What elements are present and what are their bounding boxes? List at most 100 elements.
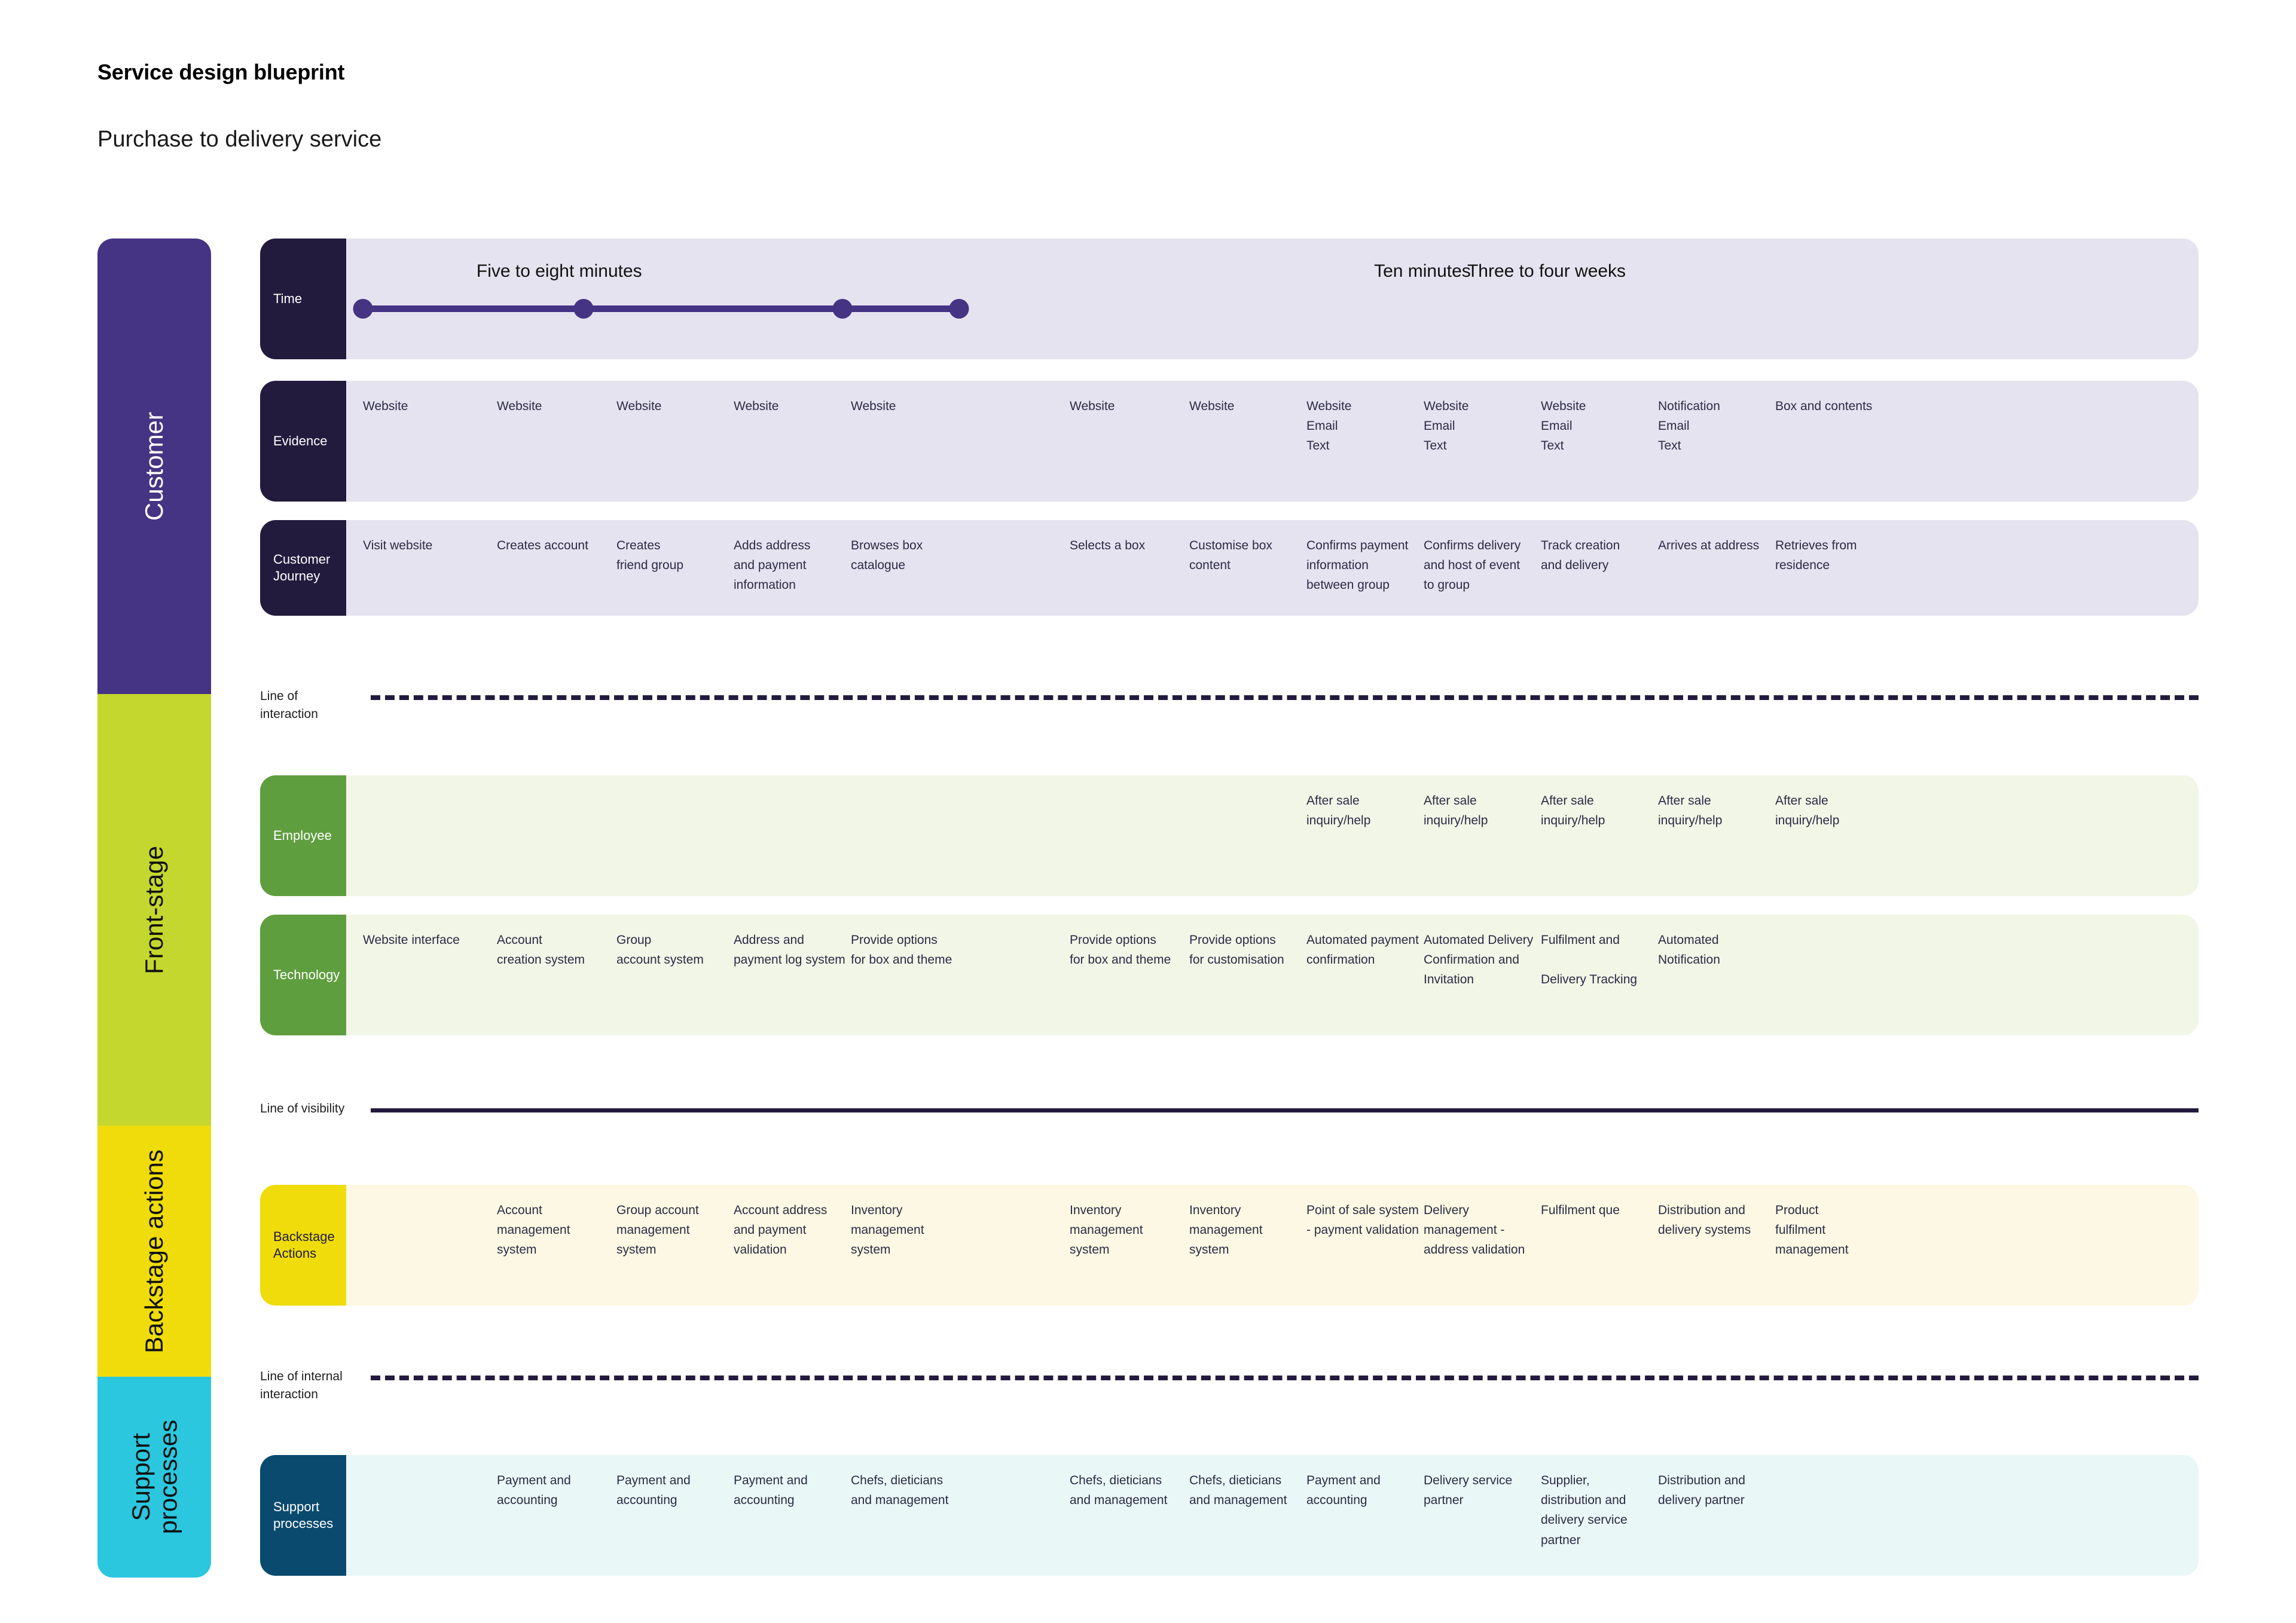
rail-segment-support: Support processes [97, 1377, 211, 1578]
cell-technology-7: Provide options for customisation [1189, 933, 1284, 967]
cell-support-8: Payment and accounting [1306, 1474, 1381, 1508]
band-evidence-body: Website Website Website Website Website Websi… [346, 381, 2199, 502]
cell-evidence-5 [1065, 381, 1070, 502]
cell-journey-6: Selects a box [1070, 539, 1146, 552]
cell-technology-12 [1775, 915, 1892, 1035]
cell-support-10: Supplier, distribution and delivery serv… [1541, 1474, 1628, 1547]
line-of-internal-interaction-rule [371, 1376, 2199, 1380]
cell-technology-10: Fulfilment and Delivery Tracking [1541, 933, 1638, 987]
cell-support-6: Chefs, dieticians and management [1070, 1474, 1168, 1508]
timeline-axis [362, 305, 960, 312]
cell-support-1: Payment and accounting [497, 1474, 571, 1508]
cell-evidence-1: Website [497, 399, 542, 413]
cell-evidence-2: Website [616, 399, 662, 413]
cell-journey-2: Creates friend group [616, 539, 684, 573]
cell-backstage-0 [346, 1185, 497, 1306]
cell-journey-7: Customise box content [1189, 539, 1272, 573]
cell-technology-3: Address and payment log system [734, 933, 845, 967]
cell-employee-6 [1070, 775, 1189, 896]
cell-technology-2: Group account system [616, 933, 704, 967]
cell-employee-2 [616, 775, 734, 896]
band-customer-journey-body: Visit website Creates account Creates frie… [346, 520, 2199, 616]
rail-label-support: Support processes [126, 1420, 182, 1535]
timeline-phase-label-2: Three to four weeks [1467, 261, 1626, 281]
cell-employee-8: After sale inquiry/help [1306, 794, 1371, 828]
cell-evidence-6: Website [1070, 399, 1115, 413]
timeline-node-2[interactable] [832, 299, 853, 319]
band-support-processes-label: Support processes [260, 1455, 346, 1576]
band-customer-journey: Customer Journey Visit website Creates ac… [260, 520, 2199, 616]
cell-backstage-7: Inventory management system [1189, 1203, 1263, 1257]
rail-segment-frontstage: Front-stage [97, 694, 211, 1126]
cell-backstage-8: Point of sale system - payment validatio… [1306, 1203, 1419, 1237]
cell-technology-8: Automated payment confirmation [1306, 933, 1419, 967]
category-rail: Customer Front-stage Backstage actions S… [97, 239, 211, 1578]
rail-label-customer: Customer [140, 411, 169, 521]
cell-journey-10: Track creation and delivery [1541, 539, 1620, 573]
cell-evidence-3: Website [734, 399, 779, 413]
band-time-label: Time [260, 239, 346, 359]
cell-technology-11: Automated Notification [1658, 933, 1720, 967]
cell-technology-4: Provide options for box and theme [851, 933, 952, 967]
timeline-node-3[interactable] [949, 299, 969, 319]
timeline-node-0[interactable] [353, 299, 373, 319]
band-backstage-actions-label: Backstage Actions [260, 1185, 346, 1306]
cell-employee-1 [497, 775, 616, 896]
cell-employee-5 [1065, 775, 1070, 896]
cell-backstage-9: Delivery management - address validation [1424, 1203, 1525, 1257]
cell-journey-3: Adds address and payment information [734, 539, 811, 592]
cell-journey-0: Visit website [363, 539, 433, 552]
cell-support-3: Payment and accounting [734, 1474, 808, 1508]
cell-journey-1: Creates account [497, 539, 588, 552]
band-support-processes-body: Payment and accounting Payment and accoun… [346, 1455, 2199, 1576]
band-technology-label: Technology [260, 915, 346, 1035]
cell-support-2: Payment and accounting [616, 1474, 691, 1508]
timeline-phase-label-1: Ten minutes [1374, 261, 1471, 281]
band-backstage-actions: Backstage Actions Account management sys… [260, 1185, 2199, 1306]
rail-label-frontstage: Front-stage [140, 845, 169, 974]
cell-employee-12: After sale inquiry/help [1775, 794, 1840, 828]
band-customer-journey-label: Customer Journey [260, 520, 346, 616]
cell-evidence-4: Website [851, 399, 896, 413]
cell-support-5 [1065, 1455, 1070, 1576]
rail-segment-backstage: Backstage actions [97, 1126, 211, 1377]
timeline-phase-label-0: Five to eight minutes [476, 261, 642, 281]
band-evidence-label: Evidence [260, 381, 346, 502]
line-of-interaction-label: Line of interaction [260, 689, 318, 721]
cell-backstage-5 [1065, 1185, 1070, 1306]
cell-journey-5 [1065, 520, 1070, 616]
cell-technology-0: Website interface [363, 933, 460, 947]
cell-backstage-12: Product fulfilment management [1775, 1203, 1849, 1257]
cell-journey-4: Browses box catalogue [851, 539, 923, 573]
cell-support-7: Chefs, dieticians and management [1189, 1474, 1287, 1508]
cell-evidence-8: Website Email Text [1306, 399, 1352, 453]
band-backstage-actions-body: Account management system Group account m… [346, 1185, 2199, 1306]
cell-backstage-11: Distribution and delivery systems [1658, 1203, 1751, 1237]
rail-label-backstage: Backstage actions [140, 1149, 169, 1353]
line-of-visibility-rule [371, 1108, 2199, 1112]
cell-journey-11: Arrives at address [1658, 539, 1760, 552]
cell-journey-9: Confirms delivery and host of event to g… [1424, 539, 1521, 592]
page-subtitle: Purchase to delivery service [97, 127, 382, 152]
cell-technology-6: Provide options for box and theme [1070, 933, 1171, 967]
cell-employee-11: After sale inquiry/help [1658, 794, 1723, 828]
cell-evidence-0: Website [363, 399, 408, 413]
band-employee-body: After sale inquiry/help After sale inquir… [346, 775, 2199, 896]
cell-technology-9: Automated Delivery Confirmation and Invi… [1424, 933, 1534, 987]
cell-support-0 [346, 1455, 497, 1576]
cell-backstage-2: Group account management system [616, 1203, 699, 1257]
timeline-node-1[interactable] [573, 299, 594, 319]
page-title: Service design blueprint [97, 60, 345, 84]
cell-backstage-1: Account management system [497, 1203, 570, 1257]
line-of-interaction-rule [371, 695, 2199, 700]
cell-support-11: Distribution and delivery partner [1658, 1474, 1745, 1508]
cell-technology-5 [1065, 915, 1070, 1035]
cell-employee-0 [346, 775, 497, 896]
